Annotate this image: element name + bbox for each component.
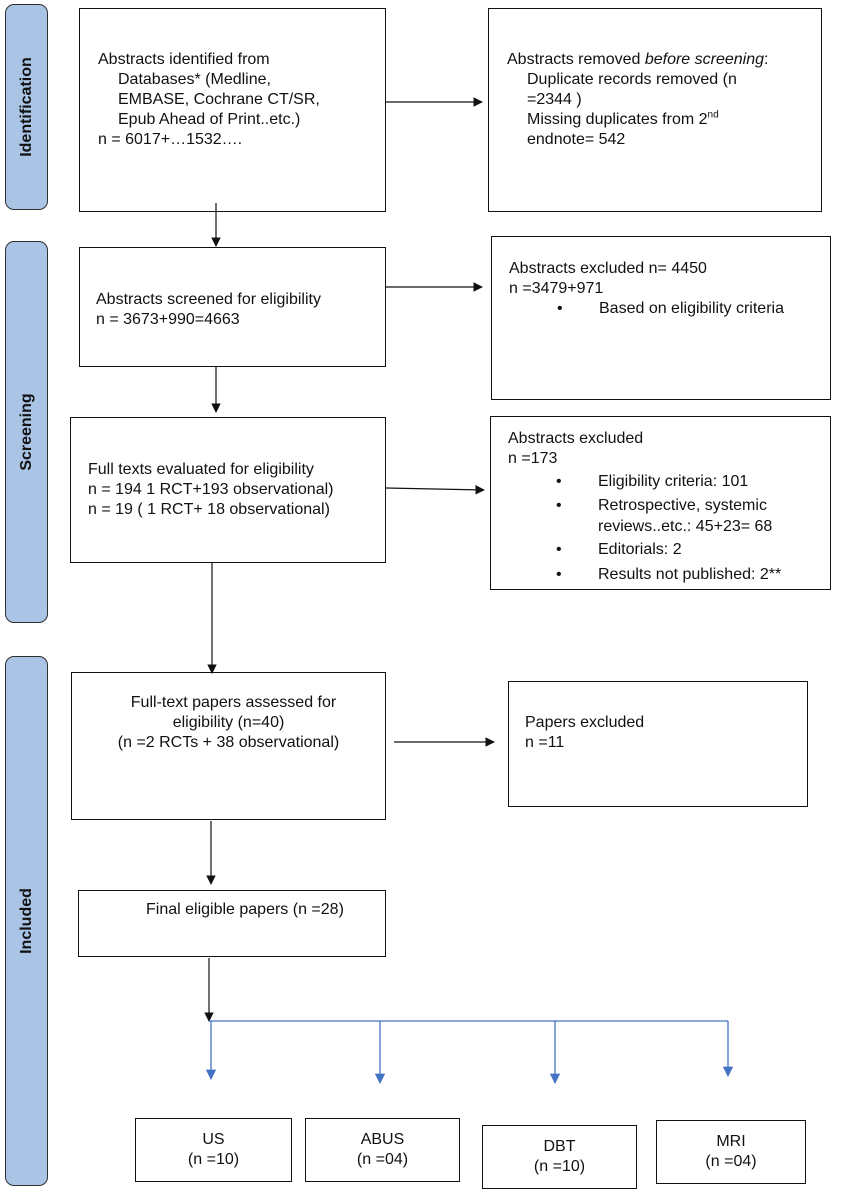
removed-box: Abstracts removed before screening: Dupl… (488, 8, 822, 212)
modality-box-us: US (n =10) (135, 1118, 292, 1182)
excluded1-bullet-1: Based on eligibility criteria (509, 299, 830, 319)
excluded2-bullet-4: Results not published: 2** (508, 563, 830, 586)
removed-line4: Missing duplicates from 2nd (507, 110, 821, 130)
fulltexts-line2: n = 194 1 RCT+193 observational) (88, 481, 334, 498)
assessed-line2: eligibility (n=40) (172, 714, 285, 731)
modality-box-mri: MRI (n =04) (656, 1120, 806, 1184)
phase-identification: Identification (5, 4, 48, 210)
removed-line1-text: Abstracts removed (507, 51, 645, 68)
excluded1-line2: n =3479+971 (509, 280, 604, 297)
screened-box: Abstracts screened for eligibility n = 3… (79, 247, 386, 367)
removed-line1-colon: : (764, 51, 769, 68)
phase-included: Included (5, 656, 48, 1186)
modality-box-abus: ABUS (n =04) (305, 1118, 460, 1182)
modality-mri-count: (n =04) (705, 1153, 757, 1170)
screened-line2: n = 3673+990=4663 (96, 311, 240, 328)
excluded2-list: Eligibility criteria: 101 Retrospective,… (508, 469, 830, 586)
screened-line1: Abstracts screened for eligibility (96, 291, 321, 308)
identified-line3: EMBASE, Cochrane CT/SR, (118, 91, 320, 108)
modality-abus-count: (n =04) (356, 1151, 409, 1168)
phase-screening: Screening (5, 241, 48, 623)
removed-line3: =2344 ) (527, 91, 582, 108)
removed-line4-text: Missing duplicates from 2 (527, 111, 708, 128)
identified-box: Abstracts identified from Databases* (Me… (79, 8, 386, 212)
removed-line5: endnote= 542 (527, 131, 626, 148)
removed-line1-emphasis: before screening (644, 51, 765, 68)
modality-dbt-name: DBT (543, 1138, 576, 1155)
removed-line1: Abstracts removed before screening: (507, 50, 821, 70)
final-box: Final eligible papers (n =28) (78, 890, 386, 957)
final-line1: Final eligible papers (n =28) (146, 901, 344, 918)
fulltexts-line3: n = 19 ( 1 RCT+ 18 observational) (88, 501, 330, 518)
excluded2-box: Abstracts excluded n =173 Eligibility cr… (490, 416, 831, 590)
excluded1-box: Abstracts excluded n= 4450 n =3479+971 B… (491, 236, 831, 400)
identified-line2: Databases* (Medline, (118, 71, 271, 88)
removed-line4-sup: nd (707, 109, 719, 121)
excluded2-line2: n =173 (508, 450, 558, 467)
excluded2-bullet-3: Editorials: 2 (508, 537, 830, 563)
assessed-line1: Full-text papers assessed for (130, 694, 337, 711)
excluded1-line1: Abstracts excluded n= 4450 (509, 260, 707, 277)
identified-line1: Abstracts identified from (98, 51, 270, 68)
modality-us-count: (n =10) (187, 1151, 240, 1168)
fulltexts-box: Full texts evaluated for eligibility n =… (70, 417, 386, 563)
excluded2-bullet-2: Retrospective, systemic reviews..etc.: 45… (508, 495, 830, 537)
arrow-fulltexts-to-excluded2 (385, 485, 485, 495)
identified-line4: Epub Ahead of Print..etc.) (118, 111, 301, 128)
modality-us-name: US (202, 1131, 225, 1148)
excluded2-bullet-2-cont: reviews..etc.: 45+23= 68 (598, 518, 773, 535)
modality-box-dbt: DBT (n =10) (482, 1125, 637, 1189)
assessed-line3: (n =2 RCTs + 38 observational) (117, 734, 340, 751)
excluded2-line1: Abstracts excluded (508, 430, 644, 447)
removed-line2: Duplicate records removed (n (527, 71, 737, 88)
identified-line5: n = 6017+…1532…. (98, 131, 243, 148)
fulltexts-line1: Full texts evaluated for eligibility (88, 461, 314, 478)
modality-abus-name: ABUS (360, 1131, 405, 1148)
modality-mri-name: MRI (716, 1133, 746, 1150)
excluded1-list: Based on eligibility criteria (509, 299, 830, 319)
assessed-box: Full-text papers assessed for eligibilit… (71, 672, 386, 820)
modality-dbt-count: (n =10) (533, 1158, 586, 1175)
papers-excluded-box: Papers excluded n =11 (508, 681, 808, 807)
excluded2-bullet-2-text: Retrospective, systemic (598, 497, 767, 514)
papers-excluded-line2: n =11 (525, 734, 565, 751)
excluded2-bullet-1: Eligibility criteria: 101 (508, 469, 830, 495)
papers-excluded-line1: Papers excluded (525, 714, 645, 731)
